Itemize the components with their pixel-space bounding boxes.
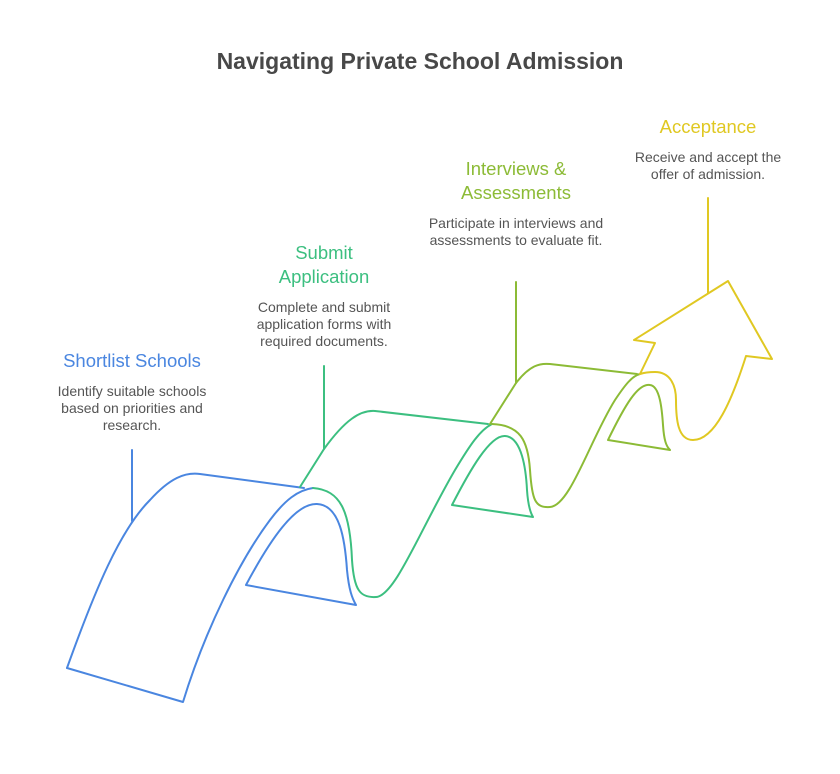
step-2-title: Submit Application [278,242,370,287]
step-4-description: Receive and accept the offer of admissio… [634,149,782,182]
step-4-arrow [633,197,773,441]
step-3-ribbon [489,281,671,509]
step-3-title: Interviews & Assessments [460,158,571,203]
step-2-ribbon [299,365,534,599]
step-3-description: Participate in interviews and assessment… [428,215,604,248]
step-4-label: Acceptance Receive and accept the offer … [620,115,796,183]
step-3-label: Interviews & Assessments Participate in … [426,157,606,249]
diagram-title: Navigating Private School Admission [216,48,624,74]
step-4-title: Acceptance [659,116,757,137]
step-1-title: Shortlist Schools [63,350,201,371]
step-1-description: Identify suitable schools based on prior… [57,383,207,433]
step-2-label: Submit Application Complete and submit a… [244,241,404,350]
step-2-description: Complete and submit application forms wi… [256,299,392,349]
step-1-label: Shortlist Schools Identify suitable scho… [42,349,222,434]
step-1-ribbon [66,449,357,703]
